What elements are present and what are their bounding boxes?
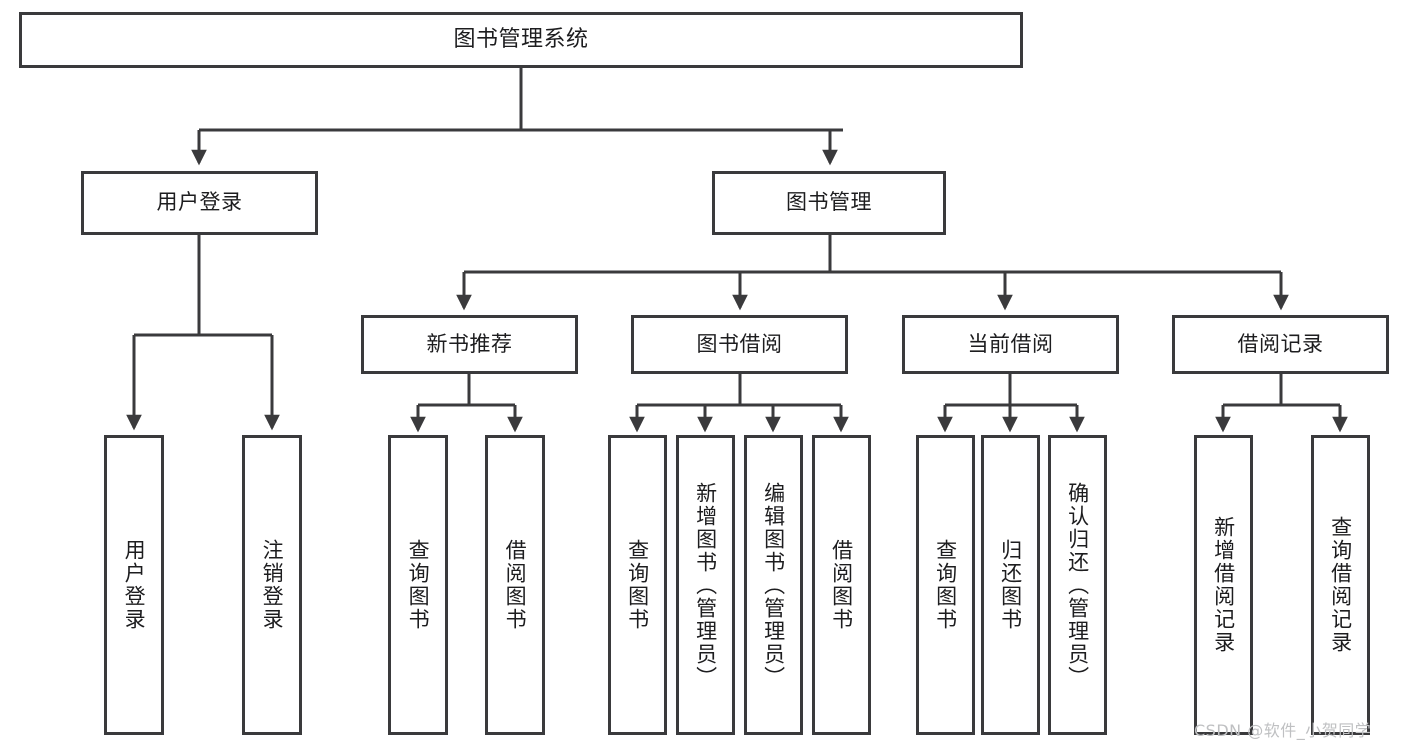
node-root[interactable]: 图书管理系统 [19,12,1023,68]
node-current-borrow[interactable]: 当前借阅 [902,315,1119,374]
node-leaf-add-book-label: 新增图书（管理员） [693,481,718,689]
node-borrow-record-label: 借阅记录 [1237,331,1324,356]
node-leaf-edit-book-label: 编辑图书（管理员） [761,481,786,689]
node-new-book-rec-label: 新书推荐 [426,331,513,356]
node-leaf-borrow-book-1[interactable]: 借阅图书 [485,435,545,735]
node-book-borrow[interactable]: 图书借阅 [631,315,848,374]
node-user-login[interactable]: 用户登录 [81,171,318,235]
node-leaf-query-book-3-label: 查询图书 [933,539,958,631]
node-book-manage-label: 图书管理 [786,190,872,215]
node-leaf-query-book-1-label: 查询图书 [406,539,431,631]
node-new-book-rec[interactable]: 新书推荐 [361,315,578,374]
node-leaf-confirm-return-label: 确认归还（管理员） [1065,481,1090,689]
csdn-watermark: CSDN @软件_小贺同学 [1194,721,1372,740]
node-leaf-query-record[interactable]: 查询借阅记录 [1311,435,1370,735]
node-leaf-query-record-label: 查询借阅记录 [1328,516,1353,654]
node-book-borrow-label: 图书借阅 [696,331,783,356]
node-leaf-borrow-book-2[interactable]: 借阅图书 [812,435,871,735]
node-leaf-add-record-label: 新增借阅记录 [1211,516,1236,654]
node-leaf-return-book-label: 归还图书 [998,539,1023,631]
node-leaf-add-record[interactable]: 新增借阅记录 [1194,435,1253,735]
node-leaf-query-book-3[interactable]: 查询图书 [916,435,975,735]
node-user-login-label: 用户登录 [156,190,243,215]
node-leaf-query-book-2[interactable]: 查询图书 [608,435,667,735]
node-leaf-user-login-label: 用户登录 [122,539,147,631]
node-borrow-record[interactable]: 借阅记录 [1172,315,1389,374]
node-root-label: 图书管理系统 [453,26,589,52]
node-leaf-borrow-book-1-label: 借阅图书 [503,539,528,631]
node-book-manage[interactable]: 图书管理 [712,171,946,235]
node-leaf-logout[interactable]: 注销登录 [242,435,302,735]
node-leaf-edit-book[interactable]: 编辑图书（管理员） [744,435,803,735]
node-leaf-query-book-2-label: 查询图书 [625,539,650,631]
node-leaf-return-book[interactable]: 归还图书 [981,435,1040,735]
node-leaf-user-login[interactable]: 用户登录 [104,435,164,735]
node-leaf-confirm-return[interactable]: 确认归还（管理员） [1048,435,1107,735]
node-leaf-add-book[interactable]: 新增图书（管理员） [676,435,735,735]
node-leaf-query-book-1[interactable]: 查询图书 [388,435,448,735]
node-current-borrow-label: 当前借阅 [967,331,1054,356]
node-leaf-logout-label: 注销登录 [260,539,285,631]
node-leaf-borrow-book-2-label: 借阅图书 [829,539,854,631]
